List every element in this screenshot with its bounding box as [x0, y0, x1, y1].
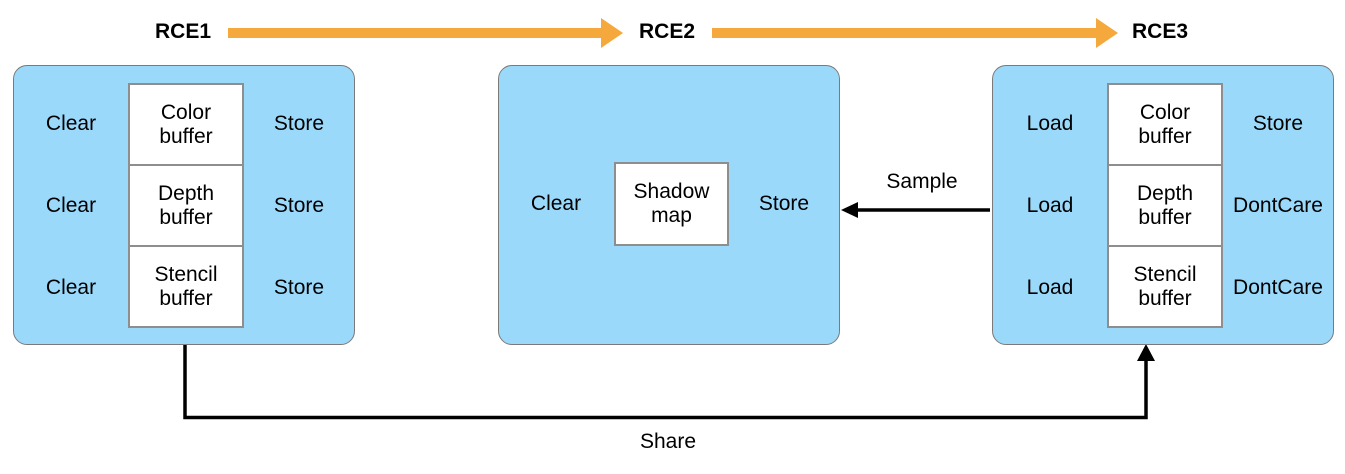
- rce3-stencil-buffer-box: Stencil buffer: [1107, 245, 1223, 328]
- share-arrow-head: [1137, 344, 1155, 361]
- rce1-depth-load-action: Clear: [45, 194, 97, 217]
- rce2-load-action: Clear: [530, 192, 582, 215]
- share-arrow-label: Share: [639, 430, 697, 453]
- sample-arrow-label: Sample: [886, 170, 958, 193]
- rce1-stencil-load-action: Clear: [45, 276, 97, 299]
- rce1-color-buffer-box: Color buffer: [128, 83, 244, 166]
- rce2-title: RCE2: [638, 20, 696, 43]
- rce1-attachment-column: Color buffer Depth buffer Stencil buffer: [128, 83, 244, 328]
- rce1-title: RCE1: [154, 20, 212, 43]
- rce1-pass-box: Clear Clear Clear Color buffer Depth buf…: [13, 65, 355, 345]
- rce3-depth-buffer-box: Depth buffer: [1107, 164, 1223, 247]
- rce2-store-action: Store: [758, 192, 810, 215]
- timeline-arrow-1-head: [601, 18, 623, 48]
- rce1-color-store-action: Store: [273, 112, 325, 135]
- rce3-color-load-action: Load: [1026, 112, 1074, 135]
- rce1-depth-store-action: Store: [273, 194, 325, 217]
- rce3-depth-load-action: Load: [1026, 194, 1074, 217]
- rce3-depth-store-action: DontCare: [1233, 194, 1323, 217]
- rce3-color-store-action: Store: [1252, 112, 1304, 135]
- timeline-arrow-2-head: [1096, 18, 1118, 48]
- rce1-color-load-action: Clear: [45, 112, 97, 135]
- rce3-title: RCE3: [1131, 20, 1189, 43]
- rce1-depth-buffer-box: Depth buffer: [128, 164, 244, 247]
- rce3-pass-box: Load Load Load Color buffer Depth buffer…: [992, 65, 1334, 345]
- rce3-color-buffer-box: Color buffer: [1107, 83, 1223, 166]
- sample-arrow-head: [841, 202, 858, 218]
- shadow-map-box: Shadow map: [614, 162, 729, 246]
- rce3-stencil-store-action: DontCare: [1233, 276, 1323, 299]
- share-connector-line: [183, 345, 1148, 420]
- rce2-pass-box: Clear Shadow map Store: [498, 65, 840, 345]
- rce3-attachment-column: Color buffer Depth buffer Stencil buffer: [1107, 83, 1223, 328]
- rce1-stencil-store-action: Store: [273, 276, 325, 299]
- rce1-stencil-buffer-box: Stencil buffer: [128, 245, 244, 328]
- rce3-stencil-load-action: Load: [1026, 276, 1074, 299]
